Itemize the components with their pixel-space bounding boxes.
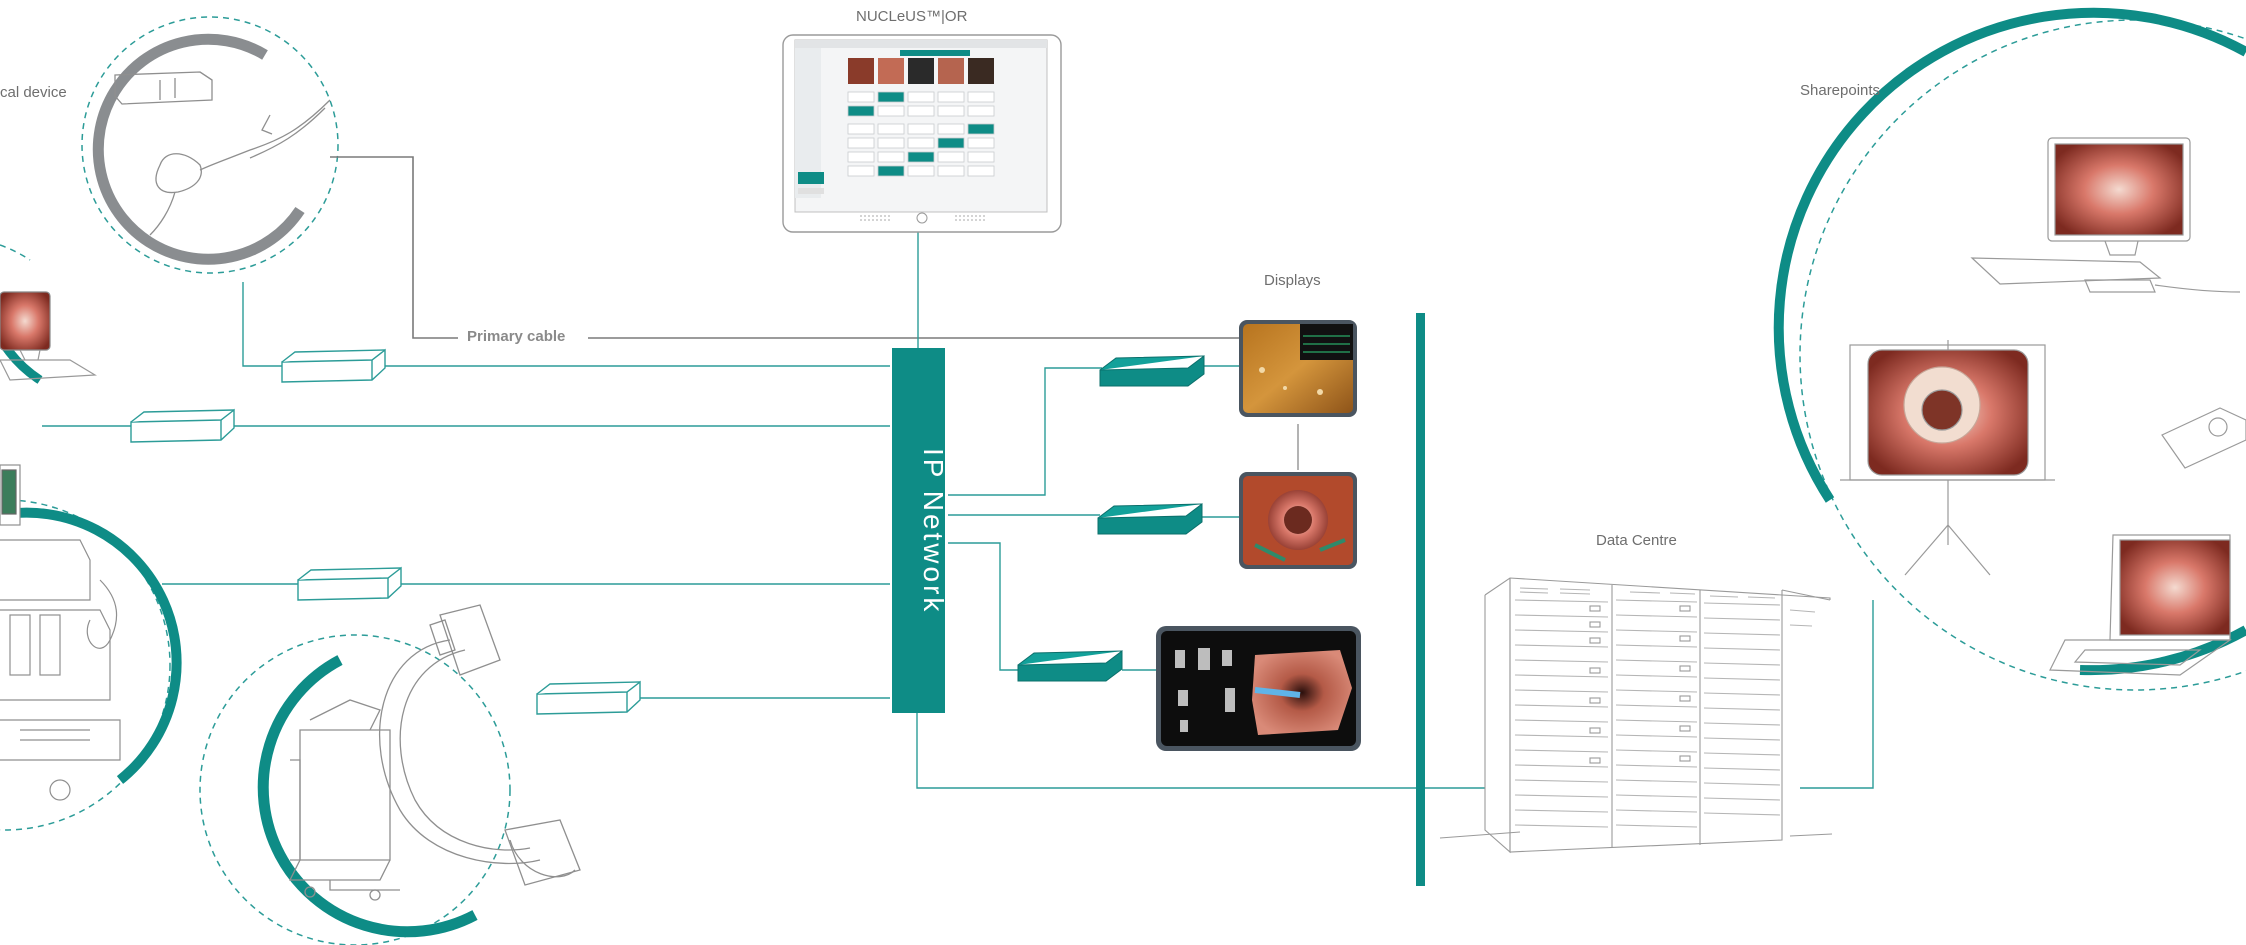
- sharepoints-node: [1773, 7, 2246, 691]
- desktop-computer: [1970, 137, 2241, 293]
- ip-network-label: IP Network: [918, 448, 949, 615]
- encoder-boxes-right: [1017, 355, 1205, 682]
- nucleus-grid: [847, 91, 995, 177]
- encoder-box-1: [281, 348, 386, 383]
- encoder-boxes-left: [130, 348, 641, 715]
- nucleus-monitor: [782, 34, 1062, 348]
- encoder-box-3: [297, 566, 402, 601]
- datacentre-sharepoint-link: [1800, 600, 1874, 789]
- left-connections: [42, 282, 890, 699]
- endoscopy-cart-node: [0, 464, 182, 831]
- nucleus-thumbnails: [848, 58, 994, 84]
- server-rack-icon: [1439, 577, 1833, 854]
- medical-device-node: [81, 16, 339, 274]
- display-connections: [916, 365, 1485, 789]
- display-1: [1239, 320, 1357, 417]
- display-2: [1239, 472, 1357, 569]
- medical-device-label: cal device: [0, 84, 67, 101]
- smartphone: [2161, 407, 2246, 469]
- sharepoints-label: Sharepoints: [1800, 82, 1881, 99]
- ip-network-bar: [892, 348, 945, 713]
- display-3: [1156, 626, 1361, 751]
- projection-screen: [1840, 340, 2055, 576]
- separator-line: [1416, 313, 1425, 886]
- encoder-box-4: [536, 680, 641, 715]
- endoscopy-cart-icon: [0, 464, 121, 801]
- primary-cable-label: Primary cable: [467, 328, 566, 345]
- displays-label: Displays: [1264, 272, 1321, 289]
- data-centre-label: Data Centre: [1596, 532, 1677, 549]
- primary-cable: [330, 156, 1240, 339]
- c-arm-icon: [288, 604, 581, 901]
- medical-device-icon: [114, 71, 331, 236]
- nucleus-label: NUCLeUS™|OR: [856, 8, 968, 25]
- encoder-box-2: [130, 408, 235, 443]
- left-monitor-node: [0, 244, 97, 384]
- c-arm-node: [199, 604, 581, 945]
- laptop: [2049, 534, 2232, 676]
